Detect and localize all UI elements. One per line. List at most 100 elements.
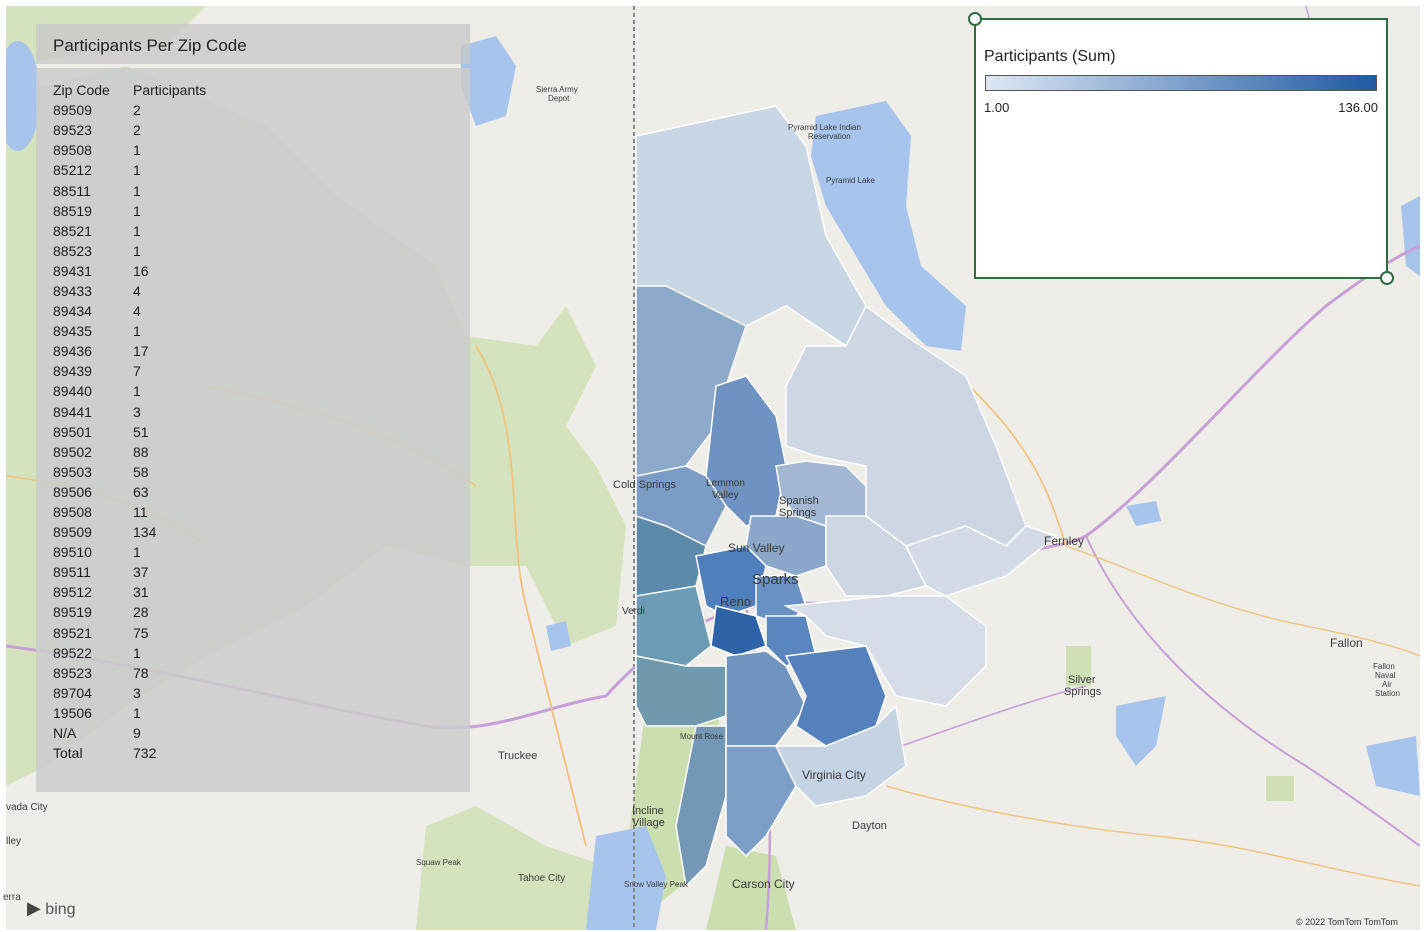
- label-truckee: Truckee: [498, 750, 537, 762]
- legend-color-scale: [985, 75, 1377, 91]
- lake-east: [1366, 736, 1420, 796]
- map-labels: Sierra Army Depot Pyramid Lake Indian Re…: [6, 85, 1400, 891]
- label-pyramid-lake: Pyramid Lake: [826, 176, 875, 185]
- label-fernley: Fernley: [1044, 534, 1084, 548]
- bing-b-icon: ▶: [27, 898, 41, 918]
- table-header-row: Zip Code Participants: [53, 80, 206, 100]
- zip-region-virginia[interactable]: [774, 704, 907, 807]
- participants-cell: 31: [133, 584, 149, 601]
- table-row[interactable]: 89439 7: [53, 361, 206, 381]
- copyright-text: © 2022 TomTom TomTom: [1296, 917, 1398, 927]
- zip-regions[interactable]: [635, 105, 1058, 888]
- participants-cell: 732: [133, 745, 157, 762]
- table-row[interactable]: 88523 1: [53, 241, 206, 261]
- legend-min-value: 1.00: [984, 100, 1010, 115]
- table-title: Participants Per Zip Code: [53, 36, 247, 55]
- zip-code-cell: N/A: [53, 725, 77, 742]
- lake-northwest: [461, 36, 516, 126]
- zip-code-cell: 89523: [53, 122, 92, 139]
- legend-panel[interactable]: Participants (Sum) 1.00 136.00: [968, 12, 1394, 285]
- lake-west: [6, 41, 40, 151]
- zip-region-89509[interactable]: [710, 605, 767, 657]
- zip-code-cell: 89435: [53, 323, 92, 340]
- lake-small-verdi: [546, 621, 571, 651]
- label-mount-rose: Mount Rose: [680, 732, 724, 741]
- zip-code-cell: 89519: [53, 604, 92, 621]
- participants-cell: 7: [133, 363, 141, 380]
- table-row[interactable]: Total 732: [53, 743, 206, 763]
- participants-cell: 1: [133, 242, 141, 259]
- participants-cell: 37: [133, 564, 149, 581]
- column-header-participants[interactable]: Participants: [133, 82, 207, 99]
- zip-region-89511-west[interactable]: [635, 655, 727, 727]
- zip-region-89519[interactable]: [635, 585, 712, 667]
- bing-logo[interactable]: erra ▶ bing: [3, 892, 76, 919]
- zip-code-cell: Total: [53, 745, 83, 762]
- table-row[interactable]: 89435 1: [53, 321, 206, 341]
- highway-50: [1085, 535, 1420, 847]
- zip-code-cell: 89439: [53, 363, 92, 380]
- zip-code-cell: 89704: [53, 684, 92, 701]
- legend-max-value: 136.00: [1338, 100, 1378, 115]
- zip-code-cell: 88523: [53, 242, 92, 259]
- label-cold-springs: Cold Springs: [613, 479, 676, 491]
- participants-cell: 1: [133, 162, 141, 179]
- label-silver-1: Silver: [1068, 674, 1096, 686]
- legend-title: Participants (Sum): [984, 48, 1116, 65]
- resize-handle-top-left[interactable]: [968, 12, 982, 26]
- zip-region-89434-south[interactable]: [783, 595, 987, 707]
- label-spanish-1: Spanish: [779, 495, 819, 507]
- zip-region-89434[interactable]: [904, 525, 1058, 597]
- zip-region-89441[interactable]: [825, 515, 928, 597]
- label-pyramid-res-2: Reservation: [808, 132, 851, 141]
- forest-area-carson: [706, 846, 796, 930]
- bing-prefix-text: erra: [3, 892, 21, 903]
- participants-cell: 63: [133, 483, 149, 500]
- participants-cell: 1: [133, 644, 141, 661]
- label-sun-valley: Sun Valley: [728, 541, 784, 555]
- zip-code-cell: 89509: [53, 102, 92, 119]
- zip-code-cell: 89501: [53, 423, 92, 440]
- label-lemmon-2: Valley: [712, 490, 739, 501]
- participants-cell: 1: [133, 323, 141, 340]
- participants-cell: 17: [133, 343, 149, 360]
- resize-handle-bottom-right[interactable]: [1380, 271, 1394, 285]
- label-verdi: Verdi: [622, 606, 645, 617]
- participants-cell: 1: [133, 383, 141, 400]
- zip-region-89704[interactable]: [675, 725, 727, 888]
- column-header-zip[interactable]: Zip Code: [53, 82, 110, 99]
- zip-code-cell: 89503: [53, 463, 92, 480]
